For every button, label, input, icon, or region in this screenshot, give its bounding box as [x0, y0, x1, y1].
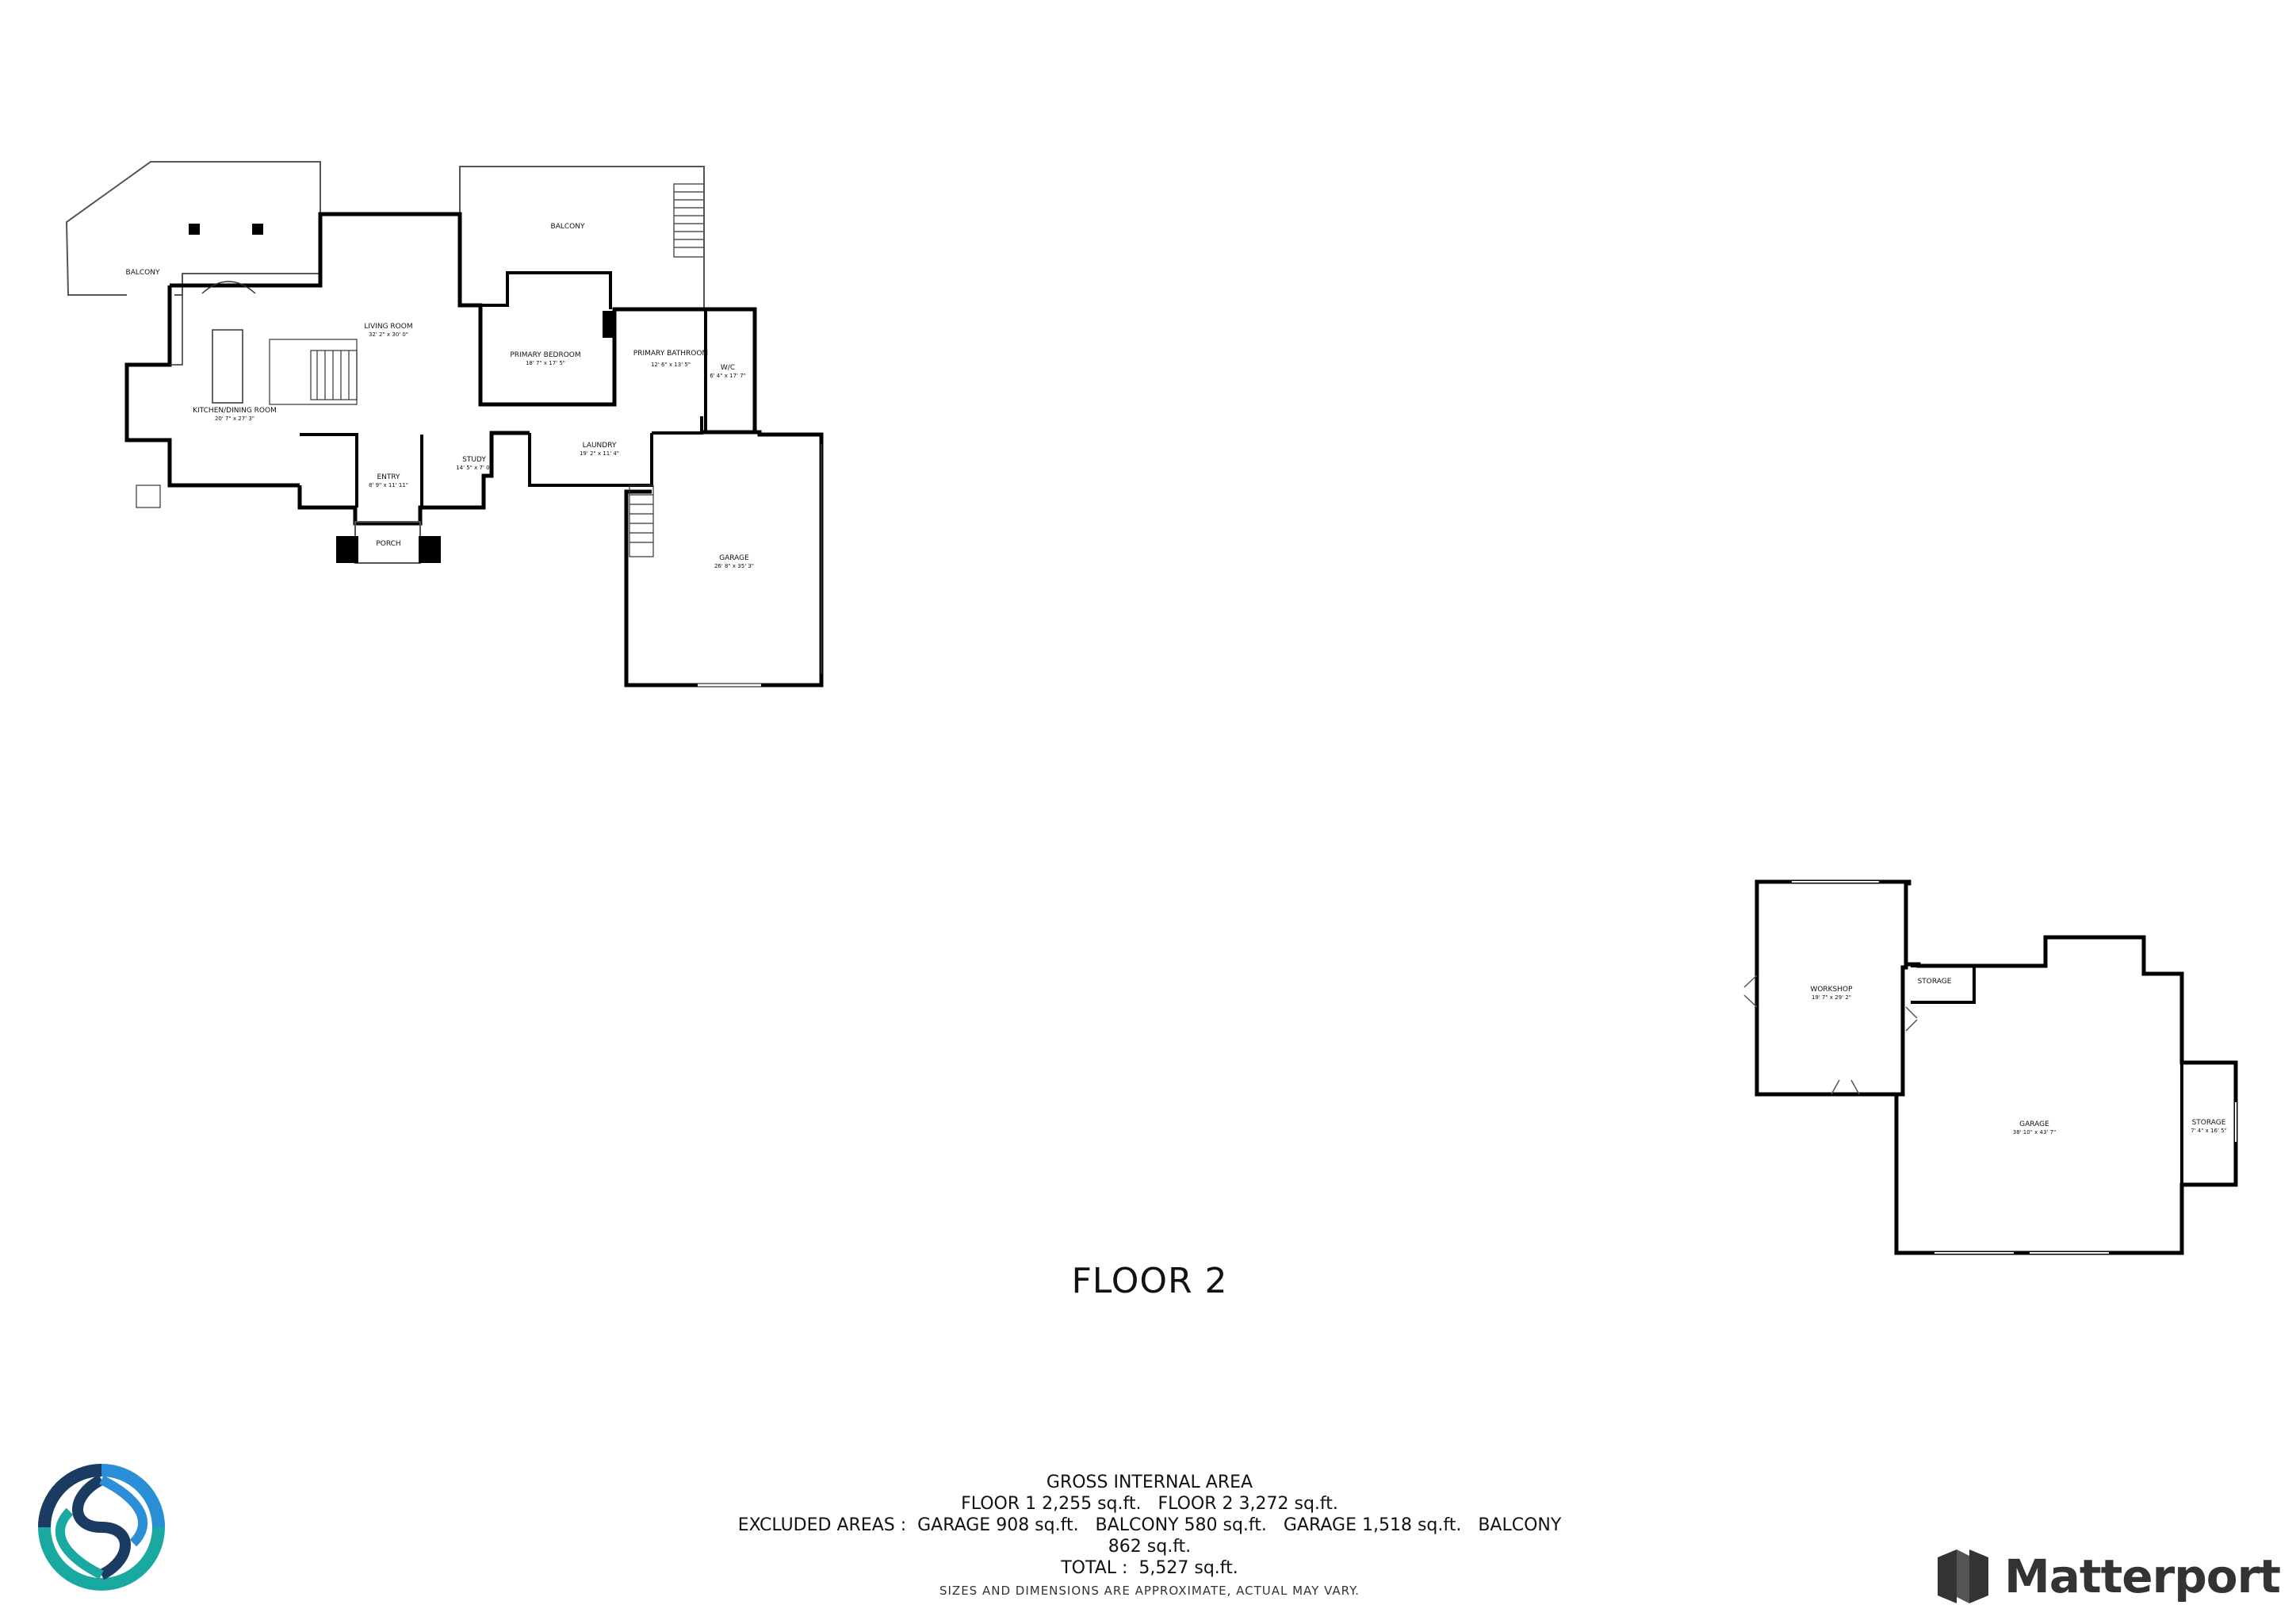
storage-north-walls	[1911, 964, 1976, 1004]
bay-window	[201, 281, 256, 294]
balcony-post	[189, 224, 200, 235]
matterport-brand: Matterport	[1934, 1545, 2281, 1608]
floor-1-labels: BALCONY BALCONY LIVING ROOM 32' 2" x 30'…	[126, 223, 755, 569]
disclaimer: SIZES AND DIMENSIONS ARE APPROXIMATE, AC…	[939, 1584, 1360, 1598]
matterport-logo-icon	[1938, 1549, 1988, 1603]
floor-1-plan	[65, 161, 824, 688]
room-label: WORKSHOP	[1810, 986, 1853, 994]
kitchen-counter	[170, 295, 183, 366]
room-label: BALCONY	[551, 223, 585, 231]
room-dims: 12' 6" x 13' 5"	[651, 362, 691, 368]
garage-2-inner-door	[1905, 1006, 1918, 1032]
balcony-north-outline	[459, 166, 705, 309]
area-line: 862 sq.ft.	[1108, 1537, 1192, 1557]
room-dims: 19' 2" x 11' 4"	[580, 450, 619, 457]
area-line: FLOOR 1 2,255 sq.ft. FLOOR 2 3,272 sq.ft…	[961, 1494, 1338, 1514]
room-dims: 8' 9" x 11' 11"	[369, 482, 408, 488]
interior-wall	[652, 416, 703, 435]
room-label: STUDY	[462, 456, 486, 464]
workshop-door	[1831, 1079, 1860, 1095]
interior-wall	[300, 433, 358, 508]
exterior-wall	[170, 212, 757, 435]
brand-name: Matterport	[2004, 1549, 2281, 1603]
room-dims: 7' 4" x 16' 5"	[2191, 1128, 2227, 1134]
room-label: ENTRY	[377, 473, 400, 481]
exterior-wall	[297, 431, 530, 526]
room-dims: 6' 4" x 17' 7"	[710, 373, 746, 379]
company-logo	[38, 1464, 165, 1591]
area-summary: GROSS INTERNAL AREA FLOOR 1 2,255 sq.ft.…	[674, 1472, 1625, 1603]
room-label: PRIMARY BEDROOM	[510, 351, 580, 359]
area-heading: GROSS INTERNAL AREA	[1046, 1473, 1253, 1492]
porch-post	[419, 536, 441, 563]
room-dims: 14' 5" x 7' 0"	[456, 465, 492, 471]
interior-wall	[480, 271, 612, 309]
room-label: PORCH	[376, 540, 400, 548]
room-label: LIVING ROOM	[364, 323, 412, 331]
porch-post	[336, 536, 358, 563]
room-dims: 18' 7" x 17' 5"	[526, 360, 565, 366]
room-dims: 19' 7" x 29' 2"	[1812, 994, 1851, 1001]
area-line: EXCLUDED AREAS : GARAGE 908 sq.ft. BALCO…	[737, 1515, 1562, 1535]
room-label: KITCHEN/DINING ROOM	[193, 407, 277, 415]
room-label: STORAGE	[1918, 978, 1952, 986]
room-label: PRIMARY BATHROOM	[633, 350, 708, 358]
interior-wall	[528, 433, 653, 487]
room-label: STORAGE	[2192, 1119, 2226, 1127]
floor-2-labels: WORKSHOP 19' 7" x 29' 2" STORAGE GARAGE …	[1810, 978, 2226, 1136]
garage-stairs	[629, 485, 654, 557]
exterior-wall	[124, 285, 300, 488]
room-dims: 32' 2" x 30' 0"	[369, 331, 408, 338]
room-dims: 20' 7" x 27' 3"	[215, 416, 254, 422]
room-dims: 38' 10" x 43' 7"	[2013, 1129, 2057, 1136]
floor-title: FLOOR 2	[1071, 1261, 1228, 1301]
room-label: GARAGE	[2019, 1120, 2049, 1128]
fireplace	[603, 311, 614, 338]
kitchen-island	[212, 329, 243, 404]
swirl-logo-icon	[38, 1464, 165, 1591]
workshop-door	[1743, 975, 1758, 1008]
balcony-west-outline	[65, 161, 321, 296]
room-label: W/C	[721, 364, 735, 372]
balcony-stairs	[673, 183, 705, 258]
room-label: GARAGE	[719, 554, 749, 562]
interior-stairs	[269, 339, 358, 405]
balcony-post	[252, 224, 263, 235]
exterior-steps	[136, 485, 161, 508]
floor-2-plan	[1743, 879, 2238, 1255]
room-label: BALCONY	[126, 269, 160, 277]
room-dims: 26' 8" x 35' 3"	[714, 563, 754, 569]
room-label: LAUNDRY	[583, 442, 617, 450]
area-total: TOTAL : 5,527 sq.ft.	[1061, 1558, 1238, 1578]
